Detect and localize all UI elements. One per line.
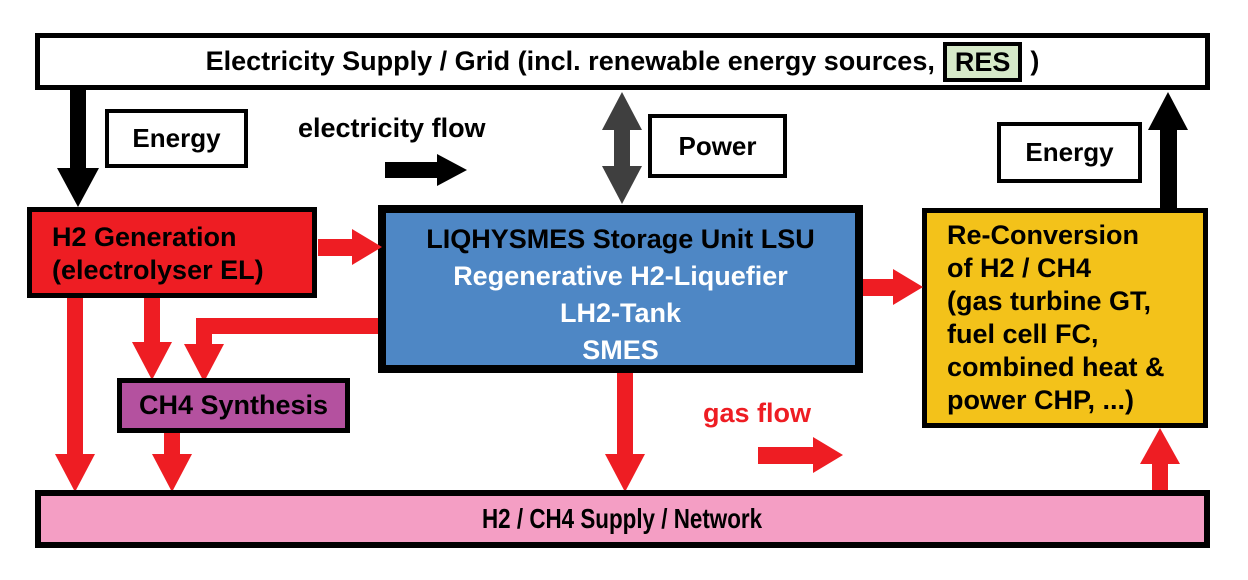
- arrow-head: [132, 342, 172, 380]
- reconversion-line1: Re-Conversion: [947, 220, 1140, 250]
- electricity-supply-grid-title: Electricity Supply / Grid (incl. renewab…: [205, 46, 935, 76]
- arrow-shaft: [70, 90, 86, 170]
- arrow-head: [813, 437, 843, 473]
- arrow-head: [184, 344, 224, 382]
- lsu-line3: LH2-Tank: [559, 298, 681, 328]
- arrow-head: [1148, 92, 1188, 130]
- arrow-shaft: [67, 298, 83, 456]
- reconversion-box: Re-Conversion of H2 / CH4 (gas turbine G…: [922, 208, 1208, 428]
- arrow-head-up: [602, 92, 642, 130]
- supply-network-label: H2 / CH4 Supply / Network: [482, 503, 763, 534]
- arrow-elbow-horizontal: [196, 318, 378, 334]
- arrow-head: [437, 154, 467, 186]
- arrow-shaft: [318, 239, 354, 256]
- arrow-head: [55, 454, 95, 492]
- arrow-head: [1140, 428, 1180, 464]
- arrow-shaft: [758, 447, 815, 464]
- arrow-head: [352, 229, 382, 265]
- arrow-head: [57, 168, 99, 207]
- arrow-elbow-vertical: [196, 318, 212, 346]
- ch4-synthesis-box: CH4 Synthesis: [117, 378, 350, 433]
- electricity-supply-grid-box: Electricity Supply / Grid (incl. renewab…: [35, 33, 1210, 90]
- ch4-synthesis-label: CH4 Synthesis: [138, 390, 329, 420]
- res-badge: RES: [942, 41, 1023, 82]
- lsu-line2: Regenerative H2-Liquefier: [453, 261, 788, 291]
- reconversion-line5: combined heat &: [947, 352, 1165, 382]
- energy-label-right-text: Energy: [1025, 137, 1114, 167]
- arrow-shaft: [1152, 462, 1168, 490]
- reconversion-line6: power CHP, ...): [947, 385, 1135, 415]
- grid-title-suffix: ): [1030, 46, 1040, 76]
- lsu-line4: SMES: [582, 335, 659, 365]
- reconversion-line4: fuel cell FC,: [947, 319, 1099, 349]
- energy-label-right: Energy: [997, 122, 1142, 183]
- arrow-shaft: [863, 279, 893, 296]
- gas-flow-legend: gas flow: [703, 398, 811, 429]
- h2-generation-line2: (electrolyser EL): [52, 255, 264, 285]
- arrow-head: [893, 269, 923, 305]
- lsu-line1: LIQHYSMES Storage Unit LSU: [426, 224, 815, 254]
- electricity-flow-label: electricity flow: [298, 113, 486, 143]
- arrow-shaft: [614, 126, 630, 170]
- arrow-shaft: [385, 162, 437, 178]
- arrow-head-down: [602, 166, 642, 204]
- power-label-text: Power: [678, 130, 757, 161]
- reconversion-line3: (gas turbine GT,: [947, 286, 1152, 316]
- arrow-head: [152, 454, 192, 492]
- arrow-shaft: [1160, 128, 1177, 208]
- arrow-shaft: [164, 433, 180, 456]
- arrow-shaft: [617, 373, 633, 456]
- gas-flow-label: gas flow: [703, 398, 812, 428]
- h2-generation-line1: H2 Generation: [52, 222, 237, 252]
- h2-generation-box: H2 Generation (electrolyser EL): [27, 207, 317, 298]
- reconversion-line2: of H2 / CH4: [947, 253, 1092, 283]
- supply-network-box: H2 / CH4 Supply / Network: [35, 490, 1210, 548]
- energy-label-left: Energy: [105, 109, 248, 168]
- lsu-box: LIQHYSMES Storage Unit LSU Regenerative …: [378, 205, 863, 373]
- power-label: Power: [648, 114, 787, 178]
- energy-label-left-text: Energy: [132, 123, 221, 153]
- arrow-head: [605, 454, 645, 492]
- arrow-shaft: [144, 298, 160, 344]
- electricity-flow-legend: electricity flow: [298, 113, 486, 144]
